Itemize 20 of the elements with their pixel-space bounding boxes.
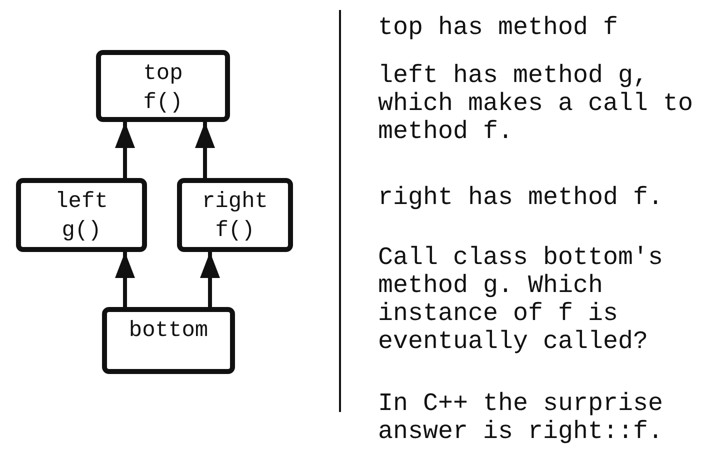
- note-text: left has method g, which makes a call to method f.: [378, 62, 694, 146]
- class-text: bottom: [128, 317, 210, 345]
- inheritance-arrow: [115, 252, 135, 307]
- inheritance-arrow: [200, 252, 220, 307]
- class-box: [102, 307, 235, 374]
- inheritance-arrow: [115, 122, 135, 178]
- class-text: top: [142, 60, 184, 88]
- note-text: In C++ the surprise answer is right::f.: [378, 390, 664, 446]
- class-text: f(): [214, 217, 256, 245]
- class-box: [96, 50, 230, 122]
- note-text: Call class bottom's method g. Which instance of f is eventually called?: [378, 244, 664, 356]
- class-text: f(): [142, 89, 184, 117]
- class-box: [177, 178, 293, 252]
- note-text: right has method f.: [378, 184, 664, 212]
- class-text: left: [54, 188, 109, 216]
- class-text: g(): [60, 217, 102, 245]
- class-text: right: [200, 188, 269, 216]
- note-text: top has method f: [378, 14, 620, 42]
- class-box: [16, 178, 147, 252]
- inheritance-arrow: [195, 122, 215, 178]
